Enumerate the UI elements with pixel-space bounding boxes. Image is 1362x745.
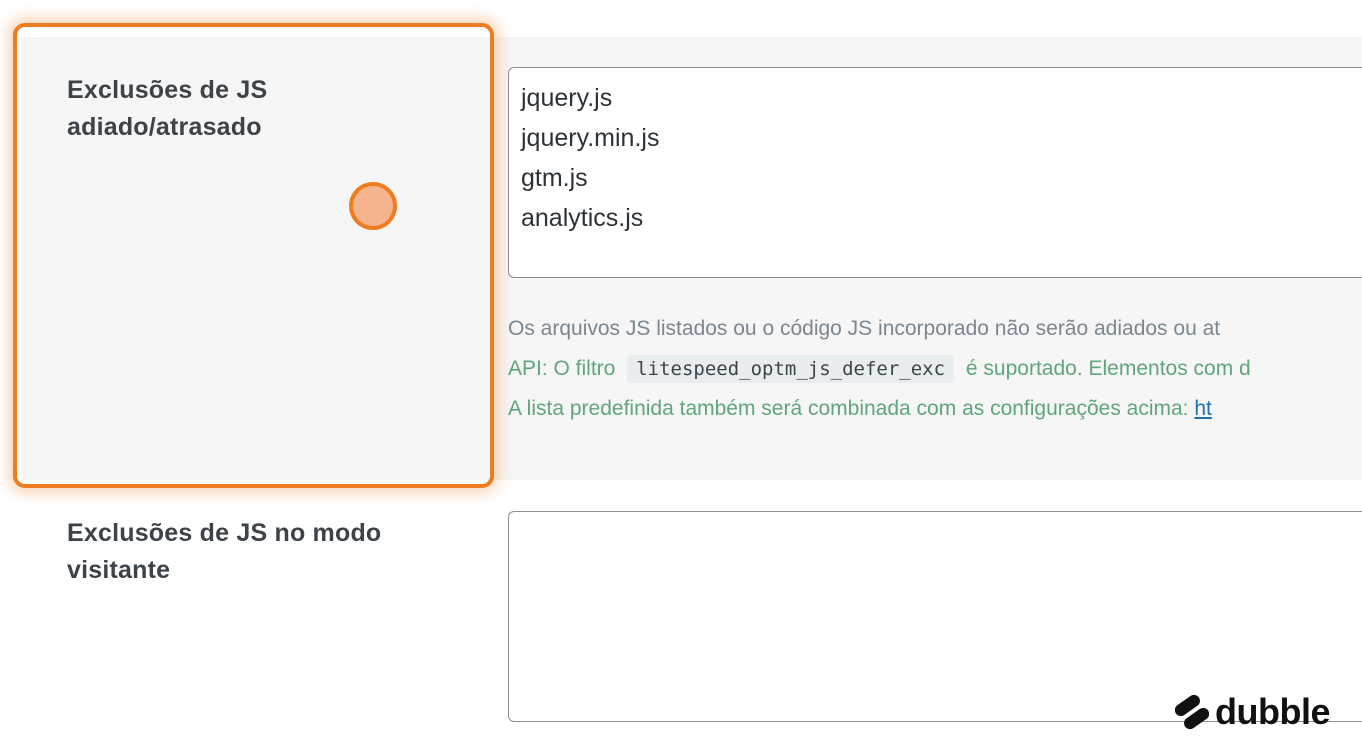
predefined-list-text: A lista predefinida também será combinad…	[508, 397, 1189, 420]
highlight-frame	[13, 23, 494, 488]
filter-name-code: litespeed_optm_js_defer_exc	[627, 355, 955, 383]
setting-label-deferred-js-exclusions: Exclusões de JS adiado/atrasado	[67, 76, 268, 141]
dubble-logo-icon	[1175, 694, 1209, 730]
api-filter-prefix: API: O filtro	[508, 357, 616, 380]
guest-mode-js-exclusions-textarea[interactable]	[508, 511, 1362, 722]
deferred-js-exclusions-textarea[interactable]: jquery.js jquery.min.js gtm.js analytics…	[508, 67, 1362, 278]
textarea-line: jquery.min.js	[521, 124, 660, 152]
description-text: Os arquivos JS listados ou o código JS i…	[508, 317, 1221, 340]
api-filter-suffix: é suportado. Elementos com d	[965, 357, 1251, 380]
setting-label-guest-mode-js-exclusions: Exclusões de JS no modo visitante	[67, 519, 382, 584]
dubble-logo-text: dubble	[1215, 691, 1330, 732]
textarea-line: jquery.js	[521, 84, 613, 112]
click-indicator-dot	[349, 182, 397, 230]
dubble-logo: dubble	[1175, 690, 1330, 734]
textarea-line: gtm.js	[521, 164, 588, 192]
textarea-line: analytics.js	[521, 204, 644, 232]
predefined-list-link[interactable]: ht	[1194, 397, 1212, 420]
api-filter-note: API: O filtro litespeed_optm_js_defer_ex…	[508, 349, 1251, 389]
predefined-list-note: A lista predefinida também será combinad…	[508, 389, 1212, 429]
